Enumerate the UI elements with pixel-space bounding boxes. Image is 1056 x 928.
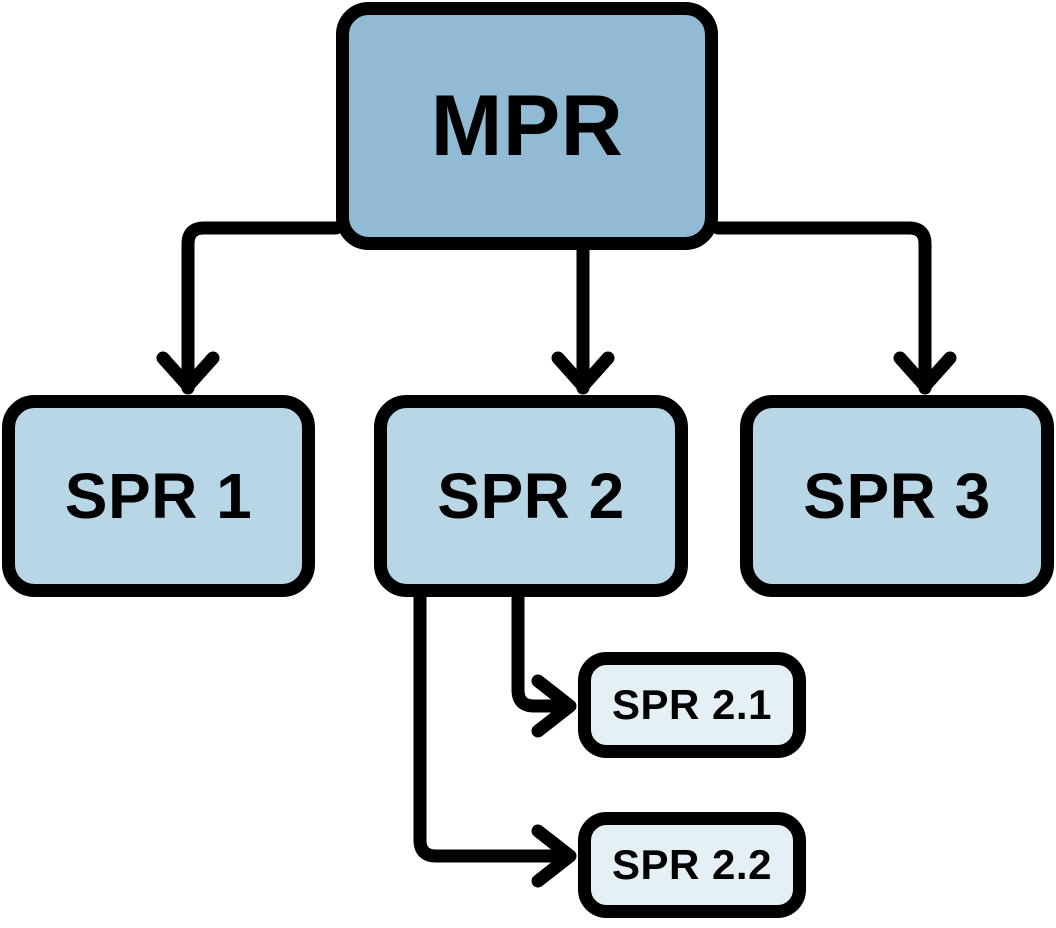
edge-spr2-to-spr22 [413, 590, 573, 863]
node-box-mpr[interactable] [336, 2, 718, 250]
edge-mpr-to-spr1 [181, 221, 343, 395]
arrowhead-spr21 [531, 674, 577, 738]
edge-spr2-to-spr21 [511, 590, 573, 713]
node-box-spr22[interactable] [578, 812, 806, 918]
arrowhead-spr22 [531, 824, 577, 888]
arrowhead-spr1 [156, 351, 220, 393]
node-box-spr1[interactable] [2, 395, 315, 597]
arrowhead-spr3 [893, 351, 957, 393]
node-box-spr21[interactable] [578, 652, 806, 758]
edge-mpr-to-spr3 [711, 221, 932, 395]
node-box-spr2[interactable] [374, 395, 688, 597]
node-box-spr3[interactable] [740, 395, 1054, 597]
connector-group [156, 221, 957, 888]
arrowhead-spr2 [551, 351, 615, 393]
